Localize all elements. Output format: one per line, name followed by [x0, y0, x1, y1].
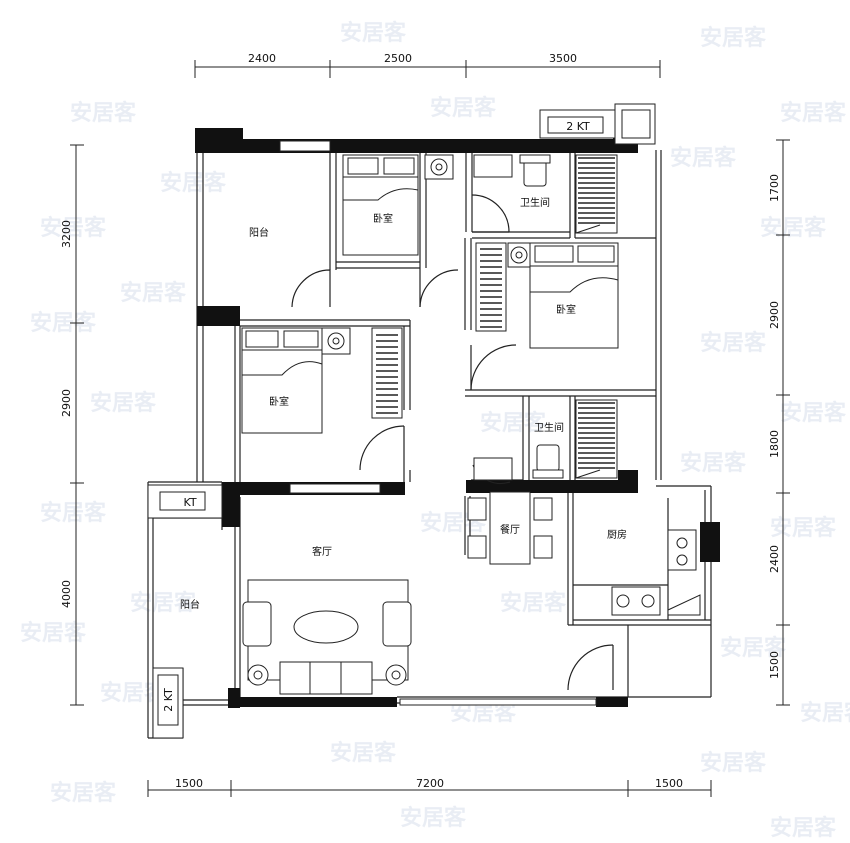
watermark: 安居客	[680, 450, 747, 476]
watermark: 安居客	[130, 590, 197, 616]
toilet-middle	[536, 444, 560, 472]
ac-label-bottom: 2 KT	[162, 688, 175, 712]
watermark: 安居客	[90, 390, 157, 416]
dim-right-4: 2400	[768, 545, 781, 573]
room-bedroom-west: 卧室	[269, 395, 289, 408]
nightstand	[321, 327, 351, 355]
kitchen-fixtures	[611, 529, 701, 616]
ac-label-top: 2 KT	[566, 120, 590, 133]
dim-left-3: 4000	[60, 580, 73, 608]
watermark: 安居客	[700, 750, 767, 776]
watermark: 安居客	[40, 500, 107, 526]
interior-lines	[147, 150, 712, 739]
watermark: 安居客	[50, 780, 117, 806]
sofa	[279, 661, 373, 695]
washbasin-middle	[473, 457, 513, 481]
bathroom-fixtures	[473, 154, 564, 481]
structural-walls	[195, 128, 720, 708]
dim-left-2: 2900	[60, 389, 73, 417]
watermark-layer: 安居客 安居客 安居客 安居客 安居客 安居客 安居客 安居客 安居客 安居客 …	[20, 20, 850, 841]
room-dining: 餐厅	[500, 523, 520, 536]
lamps	[327, 158, 528, 350]
watermark: 安居客	[700, 330, 767, 356]
dim-top-2: 2500	[384, 52, 412, 65]
dim-bottom-2: 7200	[416, 777, 444, 790]
wardrobes	[371, 242, 507, 419]
toilet-north	[523, 159, 547, 187]
dim-right-3: 1800	[768, 430, 781, 458]
room-bedroom-north: 卧室	[373, 212, 393, 225]
wardrobe-east	[475, 242, 507, 332]
watermark: 安居客	[20, 620, 87, 646]
room-labels: 阳台 卧室 卫生间 卧室 卧室 卫生间 餐厅 厨房 客厅 阳台	[180, 196, 627, 611]
room-kitchen: 厨房	[607, 528, 627, 541]
watermark: 安居客	[160, 170, 227, 196]
shower-outlines	[575, 154, 618, 479]
watermark: 安居客	[70, 100, 137, 126]
watermark: 安居客	[330, 740, 397, 766]
windows	[279, 140, 597, 706]
washbasin-north	[473, 154, 513, 178]
watermark: 安居客	[430, 95, 497, 121]
watermark: 安居客	[760, 215, 827, 241]
dim-right-5: 1500	[768, 651, 781, 679]
watermark: 安居客	[670, 145, 737, 171]
room-living: 客厅	[312, 545, 332, 558]
room-bedroom-east: 卧室	[556, 303, 576, 316]
watermark: 安居客	[340, 20, 407, 46]
wardrobe-west	[371, 327, 403, 419]
wardrobe-hatch	[376, 157, 615, 469]
dining-table	[489, 491, 531, 565]
watermark: 安居客	[40, 215, 107, 241]
dim-bottom-3: 1500	[655, 777, 683, 790]
coffee-table	[293, 610, 359, 644]
watermark: 安居客	[120, 280, 187, 306]
dimension-labels: 2400 2500 3500 1500 7200 1500 3200 2900 …	[60, 52, 781, 790]
watermark: 安居客	[400, 805, 467, 831]
dim-right-1: 1700	[768, 174, 781, 202]
watermark: 安居客	[770, 515, 837, 541]
watermark: 安居客	[30, 310, 97, 336]
watermark: 安居客	[720, 635, 787, 661]
room-bathroom-middle: 卫生间	[534, 421, 564, 434]
armchair-right	[382, 601, 412, 647]
armchair-left	[242, 601, 272, 647]
watermark: 安居客	[770, 815, 837, 841]
watermark: 安居客	[700, 25, 767, 51]
watermark: 安居客	[500, 590, 567, 616]
dim-top-1: 2400	[248, 52, 276, 65]
watermark: 安居客	[800, 700, 850, 726]
watermark: 安居客	[780, 100, 847, 126]
dim-bottom-1: 1500	[175, 777, 203, 790]
watermark: 安居客	[480, 410, 547, 436]
ac-label-west: KT	[183, 496, 196, 509]
living-furniture	[242, 579, 412, 695]
dim-right-2: 2900	[768, 301, 781, 329]
dim-left-1: 3200	[60, 220, 73, 248]
ac-units	[147, 103, 656, 739]
room-balcony-west: 阳台	[180, 598, 200, 611]
watermark: 安居客	[780, 400, 847, 426]
beds	[241, 154, 619, 434]
dim-top-3: 3500	[549, 52, 577, 65]
room-balcony-north: 阳台	[249, 226, 269, 239]
dining-set	[467, 491, 553, 565]
room-bathroom-north: 卫生间	[520, 196, 550, 209]
dimension-lines	[70, 60, 790, 797]
